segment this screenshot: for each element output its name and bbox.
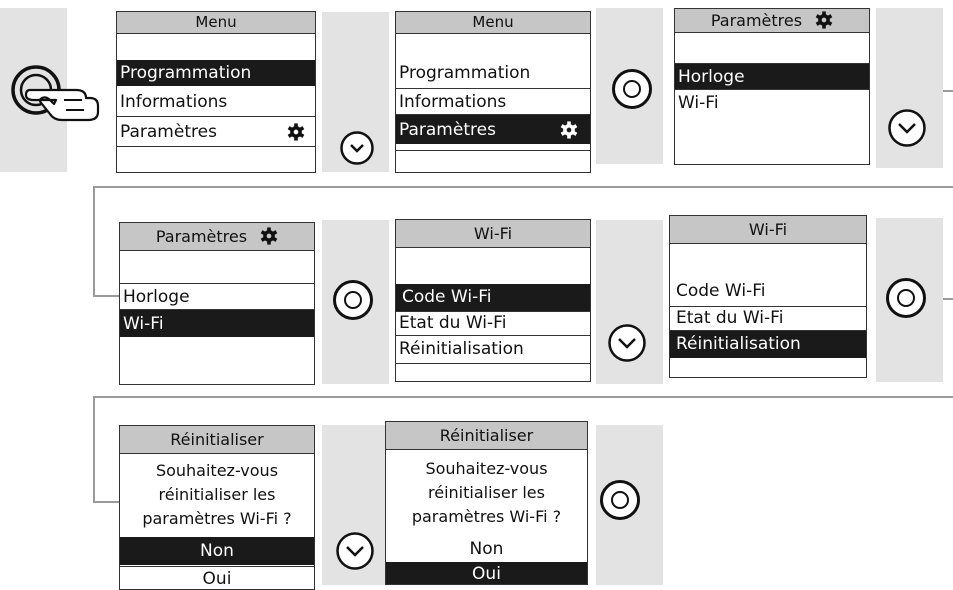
option-non[interactable]: Non	[469, 539, 504, 559]
menu-item-label: Paramètres	[399, 120, 496, 140]
screen-title: Paramètres	[675, 9, 869, 33]
gear-icon	[260, 227, 278, 245]
screen-title-label: Paramètres	[155, 227, 248, 246]
gear-icon	[287, 123, 305, 141]
wifi-item-etat[interactable]: Etat du Wi-Fi	[670, 306, 866, 330]
connector-line	[93, 501, 119, 503]
screen-title: Menu	[117, 12, 315, 34]
connector-line	[93, 186, 95, 296]
settings-item-horloge[interactable]: Horloge	[675, 63, 869, 89]
gear-icon	[560, 121, 578, 139]
connector-line	[943, 90, 953, 92]
gear-icon	[815, 11, 833, 29]
screen-title: Paramètres	[120, 223, 314, 251]
screen-title: Wi-Fi	[670, 216, 866, 244]
menu-divider	[117, 146, 315, 172]
settings-screen: Paramètres Horloge Wi-Fi	[119, 222, 315, 385]
screen-title: Wi-Fi	[396, 220, 590, 248]
hand-press-icon	[4, 60, 104, 124]
menu-item-programmation[interactable]: Programmation	[117, 60, 315, 86]
wifi-item-code[interactable]: Code Wi-Fi	[676, 281, 766, 301]
screen-title: Menu	[396, 12, 590, 34]
ok-button-icon[interactable]	[599, 479, 641, 521]
wifi-screen: Wi-Fi Code Wi-Fi Etat du Wi-Fi Réinitial…	[669, 215, 867, 378]
option-oui[interactable]: Oui	[386, 562, 587, 584]
connector-line	[943, 298, 953, 300]
wifi-item-reinitialisation[interactable]: Réinitialisation	[396, 335, 590, 363]
wifi-item-reinitialisation[interactable]: Réinitialisation	[670, 330, 866, 358]
menu-item-informations[interactable]: Informations	[396, 88, 590, 114]
menu-item-parametres[interactable]: Paramètres	[396, 114, 590, 144]
question-line: Souhaitez-vous	[155, 461, 279, 480]
screen-title-label: Paramètres	[710, 11, 803, 30]
question-line: paramètres Wi-Fi ?	[411, 507, 562, 526]
reset-confirm-screen: Réinitialiser Souhaitez-vous réinitialis…	[119, 425, 315, 590]
menu-item-label: Paramètres	[120, 122, 217, 142]
screen-title: Réinitialiser	[386, 422, 587, 450]
option-oui[interactable]: Oui	[120, 566, 314, 589]
menu-screen: Menu Programmation Informations Paramètr…	[395, 11, 591, 173]
settings-screen: Paramètres Horloge Wi-Fi	[674, 8, 870, 165]
wifi-item-etat[interactable]: Etat du Wi-Fi	[396, 311, 590, 335]
menu-item-informations[interactable]: Informations	[120, 92, 228, 112]
screen-title: Réinitialiser	[120, 426, 314, 454]
connector-line	[93, 396, 95, 502]
settings-item-horloge[interactable]: Horloge	[120, 283, 314, 309]
menu-item-parametres[interactable]: Paramètres	[117, 116, 315, 146]
question-line: paramètres Wi-Fi ?	[142, 509, 292, 528]
down-arrow-button-icon[interactable]	[339, 130, 375, 166]
menu-screen: Menu Programmation Informations Paramètr…	[116, 11, 316, 173]
settings-item-wifi[interactable]: Wi-Fi	[675, 89, 869, 119]
connector-line	[93, 295, 119, 297]
down-arrow-button-icon[interactable]	[335, 531, 375, 571]
connector-line	[93, 396, 953, 398]
menu-divider	[396, 150, 590, 172]
question-line: Souhaitez-vous	[425, 459, 548, 478]
down-arrow-button-icon[interactable]	[887, 108, 927, 148]
connector-line	[93, 186, 953, 188]
wifi-divider	[396, 363, 590, 381]
ok-button-icon[interactable]	[885, 277, 927, 319]
down-arrow-button-icon[interactable]	[607, 323, 647, 363]
wifi-screen: Wi-Fi Code Wi-Fi Etat du Wi-Fi Réinitial…	[395, 219, 591, 382]
question-line: réinitialiser les	[158, 485, 276, 504]
wifi-item-code[interactable]: Code Wi-Fi	[396, 284, 590, 311]
reset-confirm-screen: Réinitialiser Souhaitez-vous réinitialis…	[385, 421, 588, 585]
settings-item-wifi[interactable]: Wi-Fi	[120, 309, 314, 337]
ok-button-icon[interactable]	[611, 68, 653, 110]
menu-item-programmation[interactable]: Programmation	[399, 63, 531, 83]
question-line: réinitialiser les	[428, 483, 545, 502]
ok-button-icon[interactable]	[332, 279, 374, 321]
option-non[interactable]: Non	[120, 537, 314, 565]
